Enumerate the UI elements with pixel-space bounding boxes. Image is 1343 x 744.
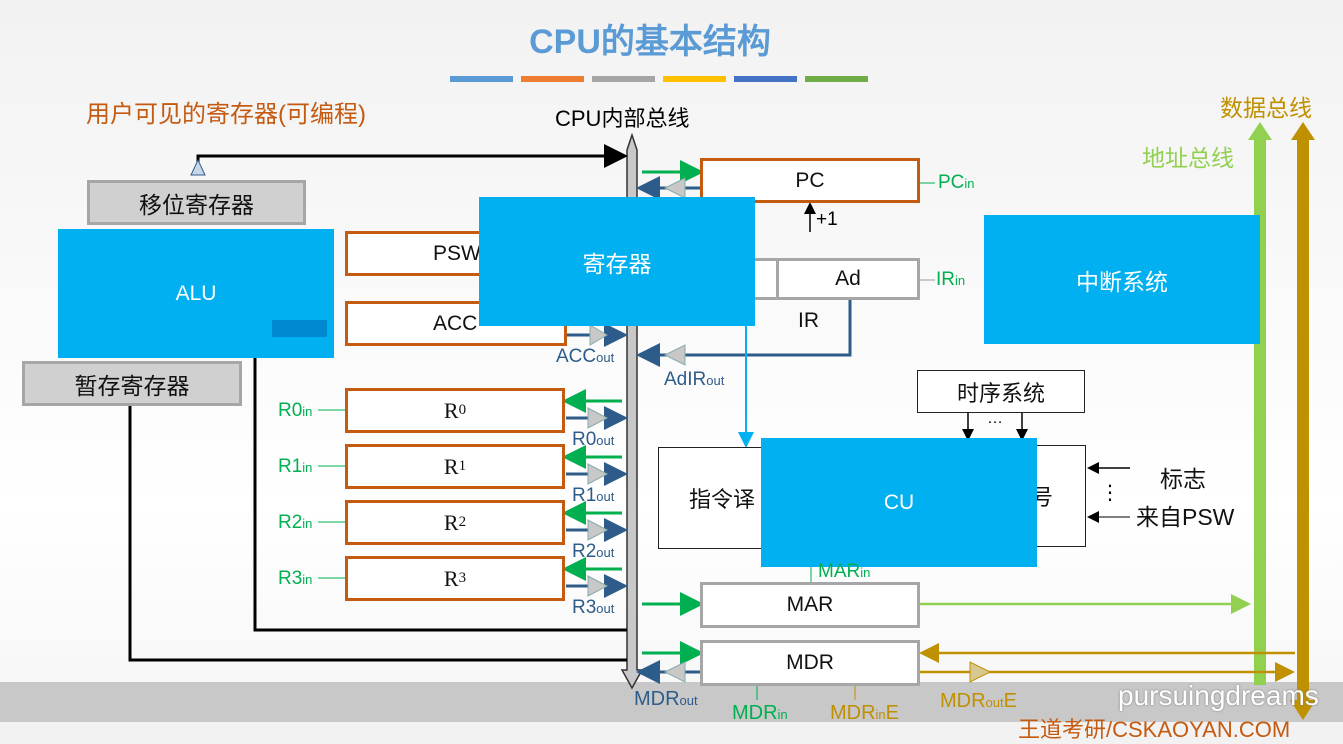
r1-out-label: R1out <box>572 485 615 506</box>
r0-out-label: R0out <box>572 429 615 450</box>
mar-in-label: MARin <box>818 561 871 582</box>
interrupt-system: 中断系统 <box>984 215 1260 344</box>
pc-in-label: PCin <box>938 172 975 193</box>
footer-text: 王道考研/CSKAOYAN.COM <box>1018 717 1291 742</box>
timing-system: 时序系统 <box>917 370 1085 413</box>
mdr-in-label: MDRin <box>732 702 788 724</box>
title-bar-1 <box>521 76 584 82</box>
shift-register: 移位寄存器 <box>87 180 306 225</box>
pc-register: PC <box>700 158 920 203</box>
adir-out-label: AdIRout <box>664 369 725 390</box>
r2-in-label: R2in <box>278 512 313 533</box>
internal-bus-label: CPU内部总线 <box>555 106 690 131</box>
r3-out-buffer <box>587 575 609 597</box>
plus-one-label: +1 <box>816 209 838 230</box>
r1-in-label: R1in <box>278 456 313 477</box>
mar-register: MAR <box>700 582 920 628</box>
instruction-decoder: 指令译 <box>658 447 768 549</box>
r2-out-buffer <box>587 519 609 541</box>
title-bar-5 <box>805 76 868 82</box>
cu: CU <box>761 438 1037 567</box>
mdr-out-label: MDRout <box>634 688 698 710</box>
title-bar-0 <box>450 76 513 82</box>
r3-in-label: R3in <box>278 568 313 589</box>
r1-out-buffer <box>587 463 609 485</box>
acc-label: ACC <box>433 311 478 335</box>
user-visible-registers-label: 用户可见的寄存器(可编程) <box>86 101 366 128</box>
mdr-oute-label: MDRoutE <box>940 690 1017 712</box>
from-psw-label: 来自PSW <box>1136 504 1235 530</box>
data-bus-label: 数据总线 <box>1220 95 1312 121</box>
mdr-register: MDR <box>700 640 920 686</box>
timing-ellipsis: … <box>987 410 1003 427</box>
ir-in-label: IRin <box>936 269 966 290</box>
title-color-bars <box>450 76 868 82</box>
footer-bar <box>0 682 1343 722</box>
page-title: CPU的基本结构 <box>529 23 771 61</box>
alu-highlight <box>272 320 327 337</box>
r0-in-label: R0in <box>278 400 313 421</box>
acc-out-label: ACCout <box>556 346 615 367</box>
r3-out-label: R3out <box>572 597 615 618</box>
ir-label: IR <box>798 309 819 332</box>
signal-generator: 号 <box>1030 445 1086 547</box>
title-bar-4 <box>734 76 797 82</box>
vertical-dots: ⋮ <box>1100 482 1120 504</box>
registers-overlay: 寄存器 <box>479 197 755 326</box>
watermark: pursuingdreams <box>1118 680 1319 711</box>
mdr-ine-label: MDRinE <box>830 702 900 724</box>
decoder-label: 指令译 <box>689 487 756 512</box>
title-bar-2 <box>592 76 655 82</box>
r2-out-label: R2out <box>572 541 615 562</box>
ad-field: Ad <box>776 258 920 300</box>
psw-label: PSW <box>433 241 481 265</box>
alu: ALU <box>58 229 334 358</box>
title-bar-3 <box>663 76 726 82</box>
address-bus-label: 地址总线 <box>1142 145 1234 171</box>
r0-out-buffer <box>587 407 609 429</box>
flags-label: 标志 <box>1160 466 1206 492</box>
temp-register: 暂存寄存器 <box>22 361 242 406</box>
